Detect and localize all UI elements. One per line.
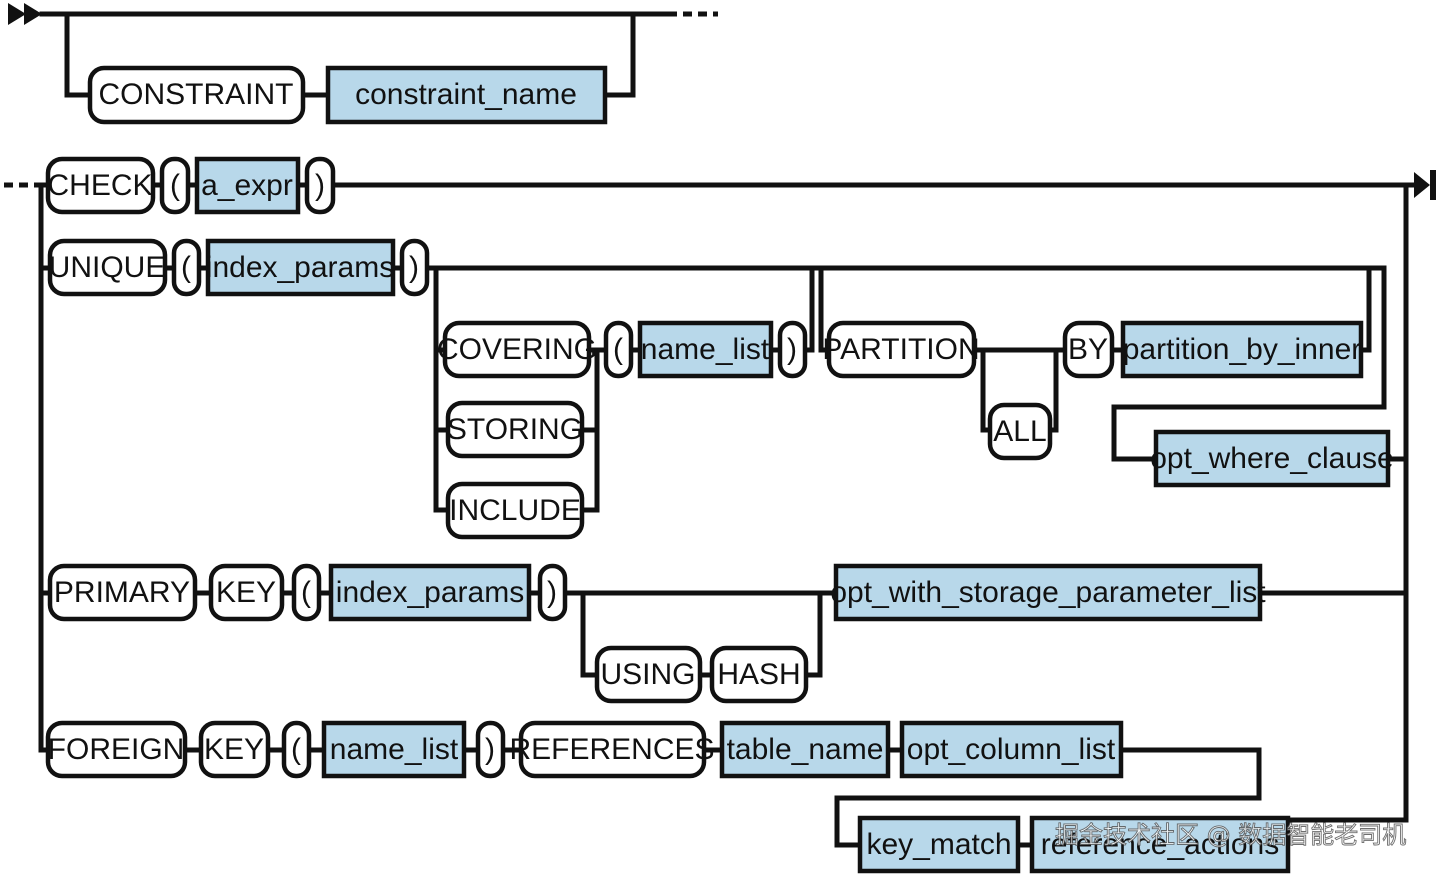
nonterminal-name-list: name_list bbox=[637, 320, 774, 379]
svg-text:REFERENCES: REFERENCES bbox=[509, 733, 714, 766]
keyword-storing: STORING bbox=[445, 400, 585, 459]
end-arrow-icon bbox=[1414, 172, 1430, 198]
keyword-by: BY bbox=[1062, 320, 1115, 379]
keyword-hash: HASH bbox=[709, 645, 809, 704]
keyword-lparen: ( bbox=[159, 156, 191, 215]
keyword-lparen: ( bbox=[281, 720, 312, 779]
keyword-constraint: CONSTRAINT bbox=[87, 65, 306, 125]
keyword-key: KEY bbox=[198, 720, 271, 779]
svg-text:index_params: index_params bbox=[336, 576, 524, 609]
nonterminal-name-list: name_list bbox=[321, 720, 467, 779]
svg-text:key_match: key_match bbox=[866, 828, 1011, 861]
keyword-all: ALL bbox=[987, 402, 1053, 461]
nonterminal-opt-with-storage-parameter-list: opt_with_storage_parameter_list bbox=[830, 563, 1266, 622]
svg-text:): ) bbox=[485, 733, 495, 766]
nonterminal-a-expr: a_expr bbox=[194, 156, 301, 215]
keyword-rparen: ) bbox=[475, 720, 506, 779]
svg-text:opt_with_storage_parameter_lis: opt_with_storage_parameter_list bbox=[830, 576, 1266, 609]
svg-text:(: ( bbox=[301, 576, 311, 609]
keyword-partition: PARTITION bbox=[822, 320, 980, 379]
keyword-rparen: ) bbox=[304, 156, 336, 215]
svg-text:name_list: name_list bbox=[641, 333, 770, 366]
check-row: CHECK ( a_expr ) bbox=[45, 156, 1409, 215]
nonterminal-partition-by-inner: partition_by_inner bbox=[1120, 320, 1364, 379]
svg-text:reference_actions: reference_actions bbox=[1041, 828, 1279, 861]
keyword-primary: PRIMARY bbox=[47, 563, 198, 622]
svg-text:(: ( bbox=[291, 733, 301, 766]
svg-text:BY: BY bbox=[1068, 333, 1108, 366]
svg-text:constraint_name: constraint_name bbox=[355, 78, 577, 111]
svg-text:USING: USING bbox=[600, 658, 695, 691]
svg-text:(: ( bbox=[170, 169, 180, 202]
keyword-lparen: ( bbox=[603, 320, 634, 379]
nonterminal-opt-where-clause: opt_where_clause bbox=[1150, 429, 1394, 488]
nonterminal-key-match: key_match bbox=[857, 815, 1021, 874]
start-arrow-icon bbox=[8, 3, 26, 25]
nonterminal-constraint-name: constraint_name bbox=[325, 65, 608, 125]
svg-text:(: ( bbox=[181, 251, 191, 284]
svg-text:KEY: KEY bbox=[204, 733, 264, 766]
keyword-include: INCLUDE bbox=[445, 481, 585, 540]
end-bar-icon bbox=[1430, 170, 1436, 200]
svg-text:CONSTRAINT: CONSTRAINT bbox=[99, 78, 294, 111]
constraint-section: CONSTRAINT constraint_name bbox=[8, 3, 718, 125]
svg-text:): ) bbox=[315, 169, 325, 202]
keyword-lparen: ( bbox=[171, 238, 202, 297]
nonterminal-index-params: index_params bbox=[328, 563, 532, 622]
svg-text:(: ( bbox=[613, 333, 623, 366]
keyword-key: KEY bbox=[208, 563, 285, 622]
svg-text:): ) bbox=[787, 333, 797, 366]
svg-text:FOREIGN: FOREIGN bbox=[48, 733, 185, 766]
keyword-using: USING bbox=[594, 645, 703, 704]
svg-text:a_expr: a_expr bbox=[201, 169, 293, 202]
svg-text:index_params: index_params bbox=[206, 251, 394, 284]
keyword-rparen: ) bbox=[537, 563, 568, 622]
constraint-elem-section: CHECK ( a_expr ) bbox=[4, 156, 1436, 874]
nonterminal-reference-actions: reference_actions bbox=[1029, 815, 1291, 874]
watermark-text: 掘金技术社区 @ 数据智能老司机 bbox=[1055, 821, 1406, 849]
svg-text:COVERING: COVERING bbox=[437, 333, 597, 366]
svg-text:HASH: HASH bbox=[717, 658, 800, 691]
keyword-covering: COVERING bbox=[437, 320, 597, 379]
svg-text:PRIMARY: PRIMARY bbox=[54, 576, 190, 609]
svg-text:ALL: ALL bbox=[993, 415, 1046, 448]
unique-row: UNIQUE ( index_params ) COVERING STORING bbox=[47, 238, 1409, 540]
primary-key-row: PRIMARY KEY ( index_params ) USING bbox=[47, 563, 1409, 704]
keyword-rparen: ) bbox=[399, 238, 430, 297]
svg-text:PARTITION: PARTITION bbox=[822, 333, 979, 366]
svg-text:CHECK: CHECK bbox=[47, 169, 152, 202]
keyword-rparen: ) bbox=[777, 320, 808, 379]
svg-text:partition_by_inner: partition_by_inner bbox=[1123, 333, 1362, 366]
svg-text:UNIQUE: UNIQUE bbox=[49, 251, 166, 284]
keyword-references: REFERENCES bbox=[509, 720, 715, 779]
start-arrow-icon-2 bbox=[24, 3, 42, 25]
keyword-foreign: FOREIGN bbox=[45, 720, 188, 779]
svg-text:table_name: table_name bbox=[727, 733, 884, 766]
keyword-lparen: ( bbox=[291, 563, 322, 622]
keyword-unique: UNIQUE bbox=[47, 238, 168, 297]
foreign-key-row: FOREIGN KEY ( name_list ) REFERENCES bbox=[45, 720, 1409, 874]
svg-text:STORING: STORING bbox=[447, 413, 583, 446]
nonterminal-table-name: table_name bbox=[719, 720, 891, 779]
nonterminal-opt-column-list: opt_column_list bbox=[899, 720, 1124, 779]
svg-text:opt_where_clause: opt_where_clause bbox=[1150, 442, 1394, 475]
keyword-check: CHECK bbox=[45, 156, 156, 215]
svg-text:): ) bbox=[547, 576, 557, 609]
svg-text:name_list: name_list bbox=[330, 733, 459, 766]
svg-text:KEY: KEY bbox=[216, 576, 276, 609]
svg-text:INCLUDE: INCLUDE bbox=[449, 494, 581, 527]
svg-text:): ) bbox=[409, 251, 419, 284]
svg-text:opt_column_list: opt_column_list bbox=[907, 733, 1116, 766]
nonterminal-index-params: index_params bbox=[205, 238, 396, 297]
